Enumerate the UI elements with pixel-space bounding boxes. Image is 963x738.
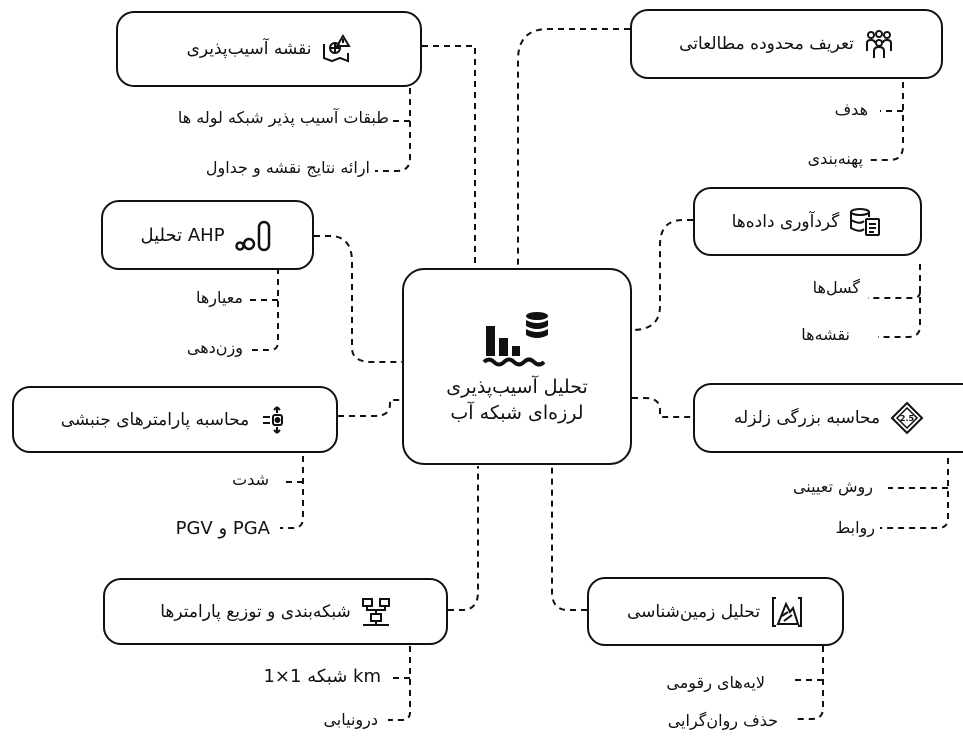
sub-item: پهنه‌بندی (807, 149, 863, 168)
node-study-area[interactable]: تعریف محدوده مطالعاتی (630, 9, 943, 79)
node-gridding[interactable]: شبکه‌بندی و توزیع پارامترها (103, 578, 448, 645)
connector-gridding (448, 466, 479, 611)
node-label: AHP تحلیل (140, 224, 225, 246)
bar-chart-icon (234, 220, 270, 252)
node-motion-params[interactable]: محاسبه پارامترهای جنبشی (12, 386, 338, 453)
node-magnitude[interactable]: 2.5 محاسبه بزرگی زلزله (693, 383, 963, 453)
connector-magnitude (632, 397, 693, 418)
node-label: گردآوری داده‌ها (731, 211, 840, 232)
sub-item: ارائه نتایج نقشه و جداول (205, 158, 370, 177)
node-label: شبکه‌بندی و توزیع پارامترها (160, 601, 351, 622)
sub-item: لایه‌های رقومی (666, 673, 765, 692)
connector-motion-params (338, 399, 402, 417)
sub-item: هدف (834, 100, 868, 119)
sub-item: روش تعیینی (792, 477, 873, 496)
sub-item: گسل‌ها (812, 278, 860, 297)
seismic-motion-icon (263, 405, 284, 434)
people-group-icon (865, 30, 892, 58)
database-document-icon (850, 207, 881, 236)
sub-item: PGA و PGV (175, 518, 270, 539)
node-label: تحلیل زمین‌شناسی (626, 601, 761, 622)
connector-vulnerability-map (422, 45, 476, 268)
mountain-layers-icon (772, 596, 803, 627)
sub-item: وزن‌دهی (186, 338, 243, 357)
svg-text:2.5: 2.5 (900, 414, 915, 423)
magnitude-diamond-icon: 2.5 (890, 401, 924, 435)
sub-item: درونیابی (323, 710, 378, 729)
center-title: تحلیل آسیب‌پذیری لرزه‌ای شبکه آب (446, 375, 588, 424)
sub-item: روابط (835, 518, 875, 537)
center-node[interactable]: تحلیل آسیب‌پذیری لرزه‌ای شبکه آب (402, 268, 632, 465)
node-ahp[interactable]: AHP تحلیل (101, 200, 314, 270)
sub-item: نقشه‌ها (801, 325, 850, 344)
node-geology[interactable]: تحلیل زمین‌شناسی (587, 577, 844, 646)
connector-geology (551, 466, 587, 611)
node-data-collection[interactable]: گردآوری داده‌ها (693, 187, 922, 256)
hazard-map-icon (323, 34, 352, 63)
connector-ahp (314, 235, 402, 363)
node-label: نقشه آسیب‌پذیری (186, 39, 312, 59)
sub-item: طبقات آسیب پذیر شبکه لوله ها (177, 108, 389, 127)
network-grid-icon (361, 597, 390, 626)
node-label: تعریف محدوده مطالعاتی (679, 34, 854, 54)
node-label: محاسبه پارامترهای جنبشی (60, 409, 250, 430)
sub-item: شدت (232, 470, 269, 489)
sub-item: حذف روان‌گرایی (667, 711, 778, 730)
connector-study-area (517, 28, 630, 268)
sub-item: معیارها (195, 288, 243, 307)
water-database-bars-icon (482, 311, 548, 366)
node-label: محاسبه بزرگی زلزله (733, 408, 881, 428)
sub-item: km شبکه 1×1 (263, 666, 381, 687)
node-vulnerability-map[interactable]: نقشه آسیب‌پذیری (116, 11, 422, 87)
connector-data-collection (631, 219, 693, 331)
